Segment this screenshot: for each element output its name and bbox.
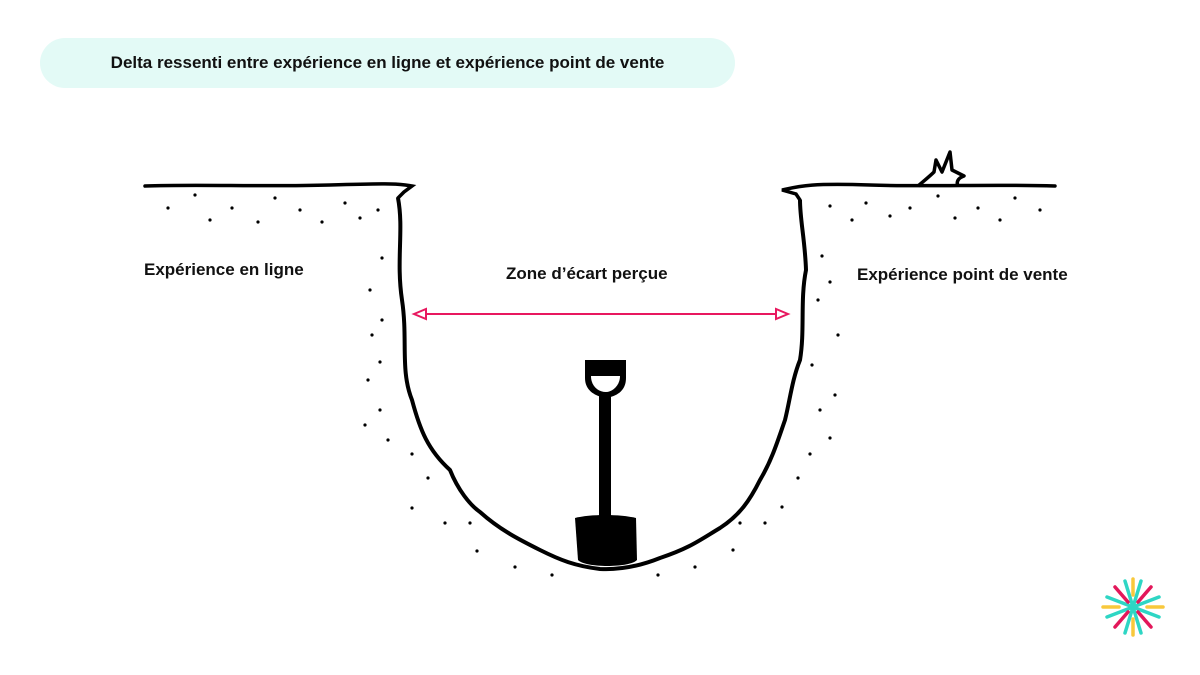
hole-outline <box>396 197 808 572</box>
label-perceived-gap: Zone d’écart perçue <box>506 264 668 283</box>
label-store-experience: Expérience point de vente <box>857 265 1068 284</box>
ground-right <box>781 182 1057 202</box>
logo-icon <box>1101 577 1165 637</box>
title-banner: Delta ressenti entre expérience en ligne… <box>40 38 735 88</box>
shovel-icon <box>575 360 637 566</box>
title-text: Delta ressenti entre expérience en ligne… <box>110 53 665 72</box>
label-online-experience: Expérience en ligne <box>144 260 304 279</box>
soil-dots <box>166 193 1042 577</box>
gap-arrow <box>411 307 791 321</box>
grass-tuft-icon <box>916 150 966 188</box>
ground-left <box>143 182 417 200</box>
